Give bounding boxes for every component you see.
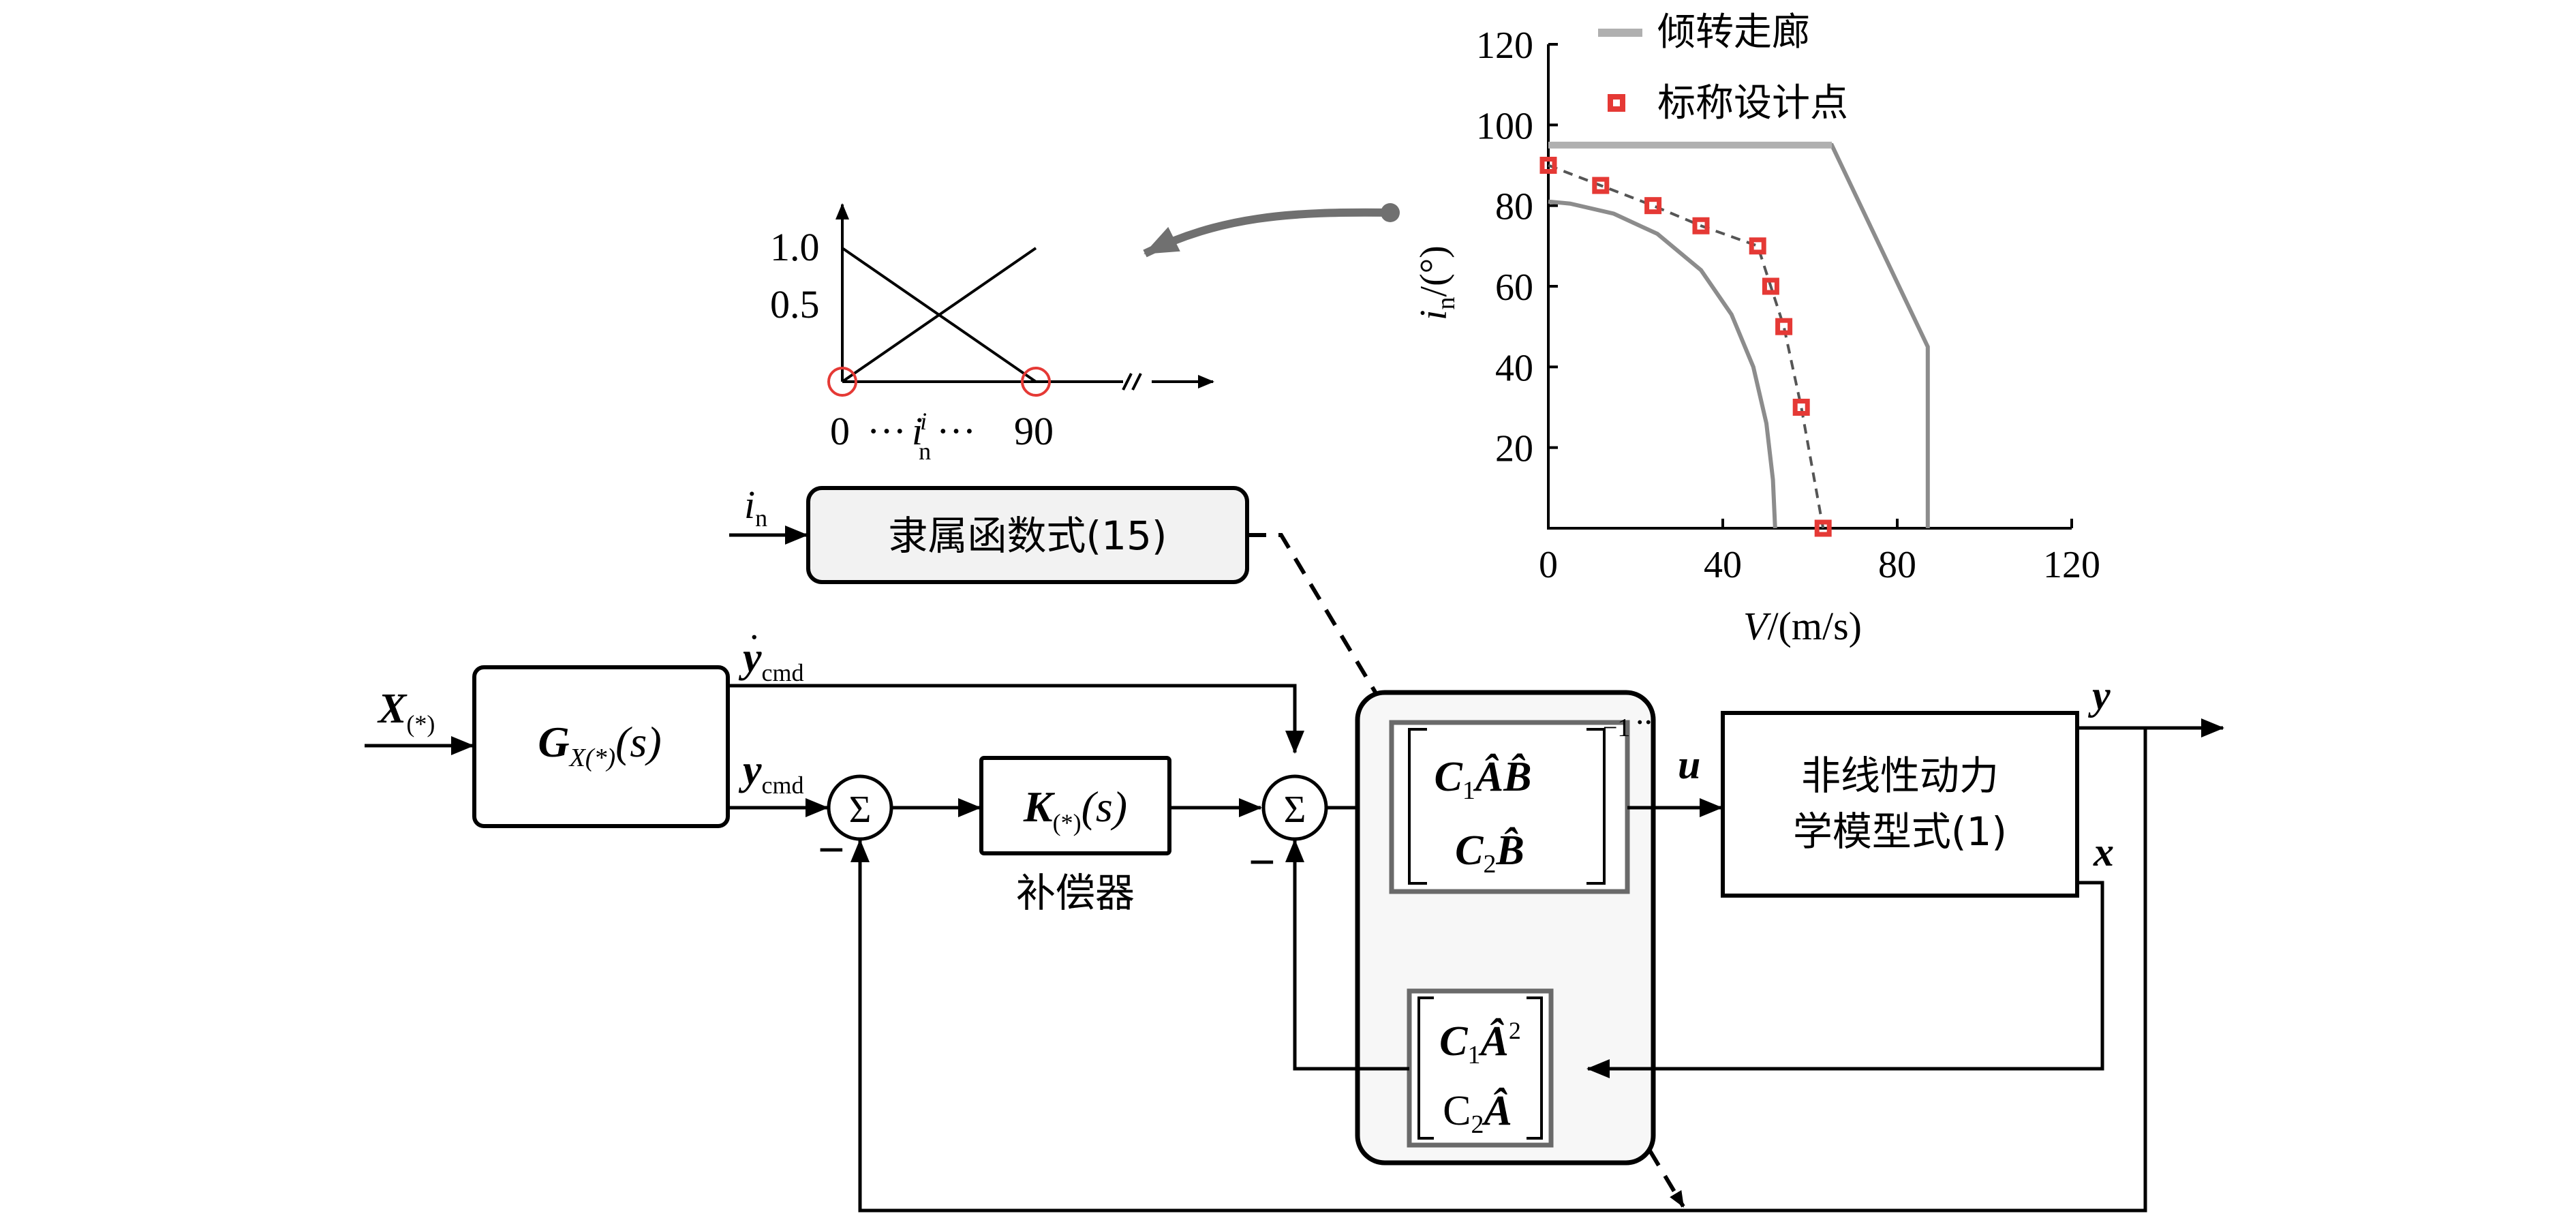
design-points-dashline: [1548, 164, 1825, 529]
y-tick-labels: 120 100 80 60 40 20: [1476, 25, 1533, 470]
matrix-top-entry: C1ÂB̂: [1434, 754, 1531, 805]
y-tick-label: 120: [1476, 25, 1533, 67]
y-tick-label: 20: [1495, 428, 1533, 470]
chart-series: [1539, 141, 1930, 537]
plant-label-line2: 学模型式(1): [1793, 808, 2007, 855]
y-cmd-label: ycmd: [738, 747, 804, 799]
feedback-matrix-block: [1407, 988, 1554, 1148]
u-label: u: [1678, 742, 1700, 787]
design-point: [1692, 217, 1710, 234]
fb-bracket-right: [1527, 996, 1543, 1140]
design-point: [1644, 197, 1662, 215]
membership-tick-05: 0.5: [770, 282, 820, 326]
x-tick-label: 0: [1539, 544, 1558, 586]
chart-link-arrow: [1143, 208, 1391, 258]
x-tick-label: 40: [1704, 544, 1742, 586]
inverse-exponent: −1: [1603, 714, 1630, 742]
plant-block: [1721, 711, 2079, 898]
x-output-label: x: [2093, 829, 2114, 874]
corridor-lower-bound: [1548, 199, 1777, 529]
chart-ylabel: in/(°): [1413, 245, 1460, 320]
y-tick-label: 60: [1495, 267, 1533, 309]
design-point: [1539, 157, 1557, 174]
legend-corridor-label: 倾转走廊: [1657, 10, 1810, 55]
matrix-bot-entry: C2B̂: [1455, 827, 1524, 879]
k-block: [979, 756, 1171, 855]
design-point: [1762, 277, 1779, 295]
y-output-label: y: [2088, 673, 2111, 718]
sum-junction-1-label: Σ: [849, 789, 872, 831]
membership-x-right: 90: [1014, 409, 1054, 453]
membership-node-left: [827, 367, 857, 397]
fb-bracket-left: [1417, 996, 1434, 1140]
ydot-dot: .: [750, 606, 759, 647]
y-tick-label: 40: [1495, 347, 1533, 389]
design-point: [1775, 318, 1793, 335]
g-block-label: GX(*)(s): [538, 718, 661, 772]
x-tick-label: 80: [1878, 544, 1916, 586]
g-block: [472, 665, 730, 828]
membership-node-right: [1021, 367, 1051, 397]
plant-label-line1: 非线性动力: [1801, 752, 1999, 799]
x-tick-labels: 0 40 80 120: [1539, 544, 2100, 586]
chart-link-dot: [1381, 203, 1400, 222]
matrix-bracket-right: [1586, 728, 1606, 885]
x-tick-label: 120: [2043, 544, 2100, 586]
in-label: in: [744, 483, 767, 532]
legend-point-marker: [1608, 94, 1625, 112]
design-point: [1792, 399, 1810, 416]
membership-fn-label: 隶属函数式(15): [888, 513, 1167, 559]
inverse-matrix-block: [1389, 720, 1630, 894]
corridor-upper-bound: [1548, 142, 1930, 528]
tilt-corridor-chart: 120 100 80 60 40 20 0 40 80 120 倾转走廊 标称设计点 in/(°…: [1413, 10, 2100, 648]
membership-tick-1: 1.0: [770, 225, 820, 269]
legend-point-label: 标称设计点: [1657, 81, 1848, 125]
ydot-cmd-label: ycmd: [738, 635, 804, 686]
chart-xlabel: V/(m/s): [1743, 604, 1862, 648]
design-point: [1592, 177, 1610, 194]
design-point: [1814, 519, 1832, 537]
k-block-label: K(*)(s): [1023, 782, 1127, 836]
y-tick-label: 100: [1476, 105, 1533, 147]
membership-x-left: 0: [830, 409, 850, 453]
membership-fn-block: [806, 486, 1249, 584]
design-point: [1749, 237, 1766, 255]
y-tick-label: 80: [1495, 186, 1533, 228]
fb-top-entry: C1Â2: [1439, 1017, 1521, 1069]
compensator-label: 补偿器: [1016, 870, 1135, 916]
minus-sign-2: −: [1248, 836, 1276, 889]
y-tick-marks: [1548, 43, 1558, 449]
matrix-dots: ..: [1636, 693, 1653, 731]
minus-sign-1: −: [818, 824, 845, 877]
input-x-label: X(*): [377, 686, 435, 737]
sum-junction-2-label: Σ: [1284, 789, 1306, 831]
fb-bot-entry: C2Â: [1443, 1088, 1512, 1139]
matrix-bracket-left: [1408, 728, 1427, 885]
x-tick-marks: [1547, 519, 2073, 528]
